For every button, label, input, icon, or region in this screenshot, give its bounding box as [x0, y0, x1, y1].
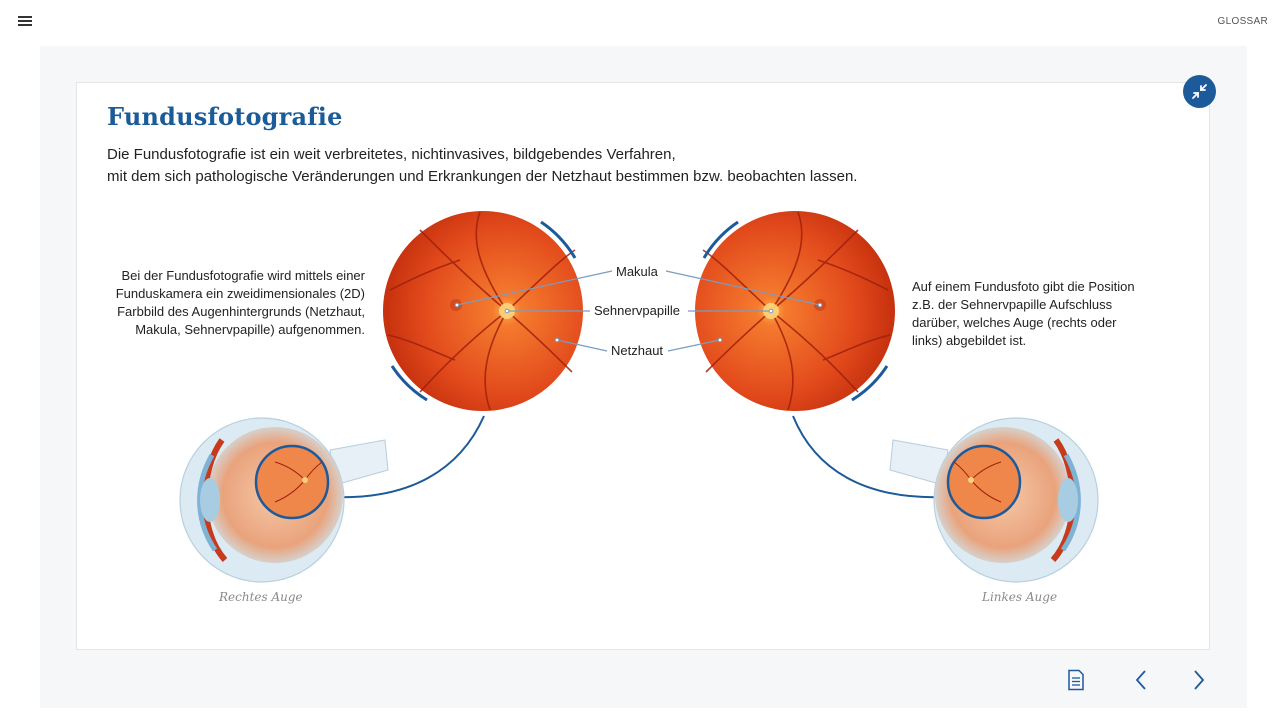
collapse-arrows-icon — [1192, 84, 1207, 99]
next-button[interactable] — [1186, 668, 1210, 692]
caption-right-eye: Rechtes Auge — [219, 590, 303, 604]
eyeball-illustration-left — [889, 417, 1099, 583]
intro-line-2: mit dem sich pathologische Veränderungen… — [107, 168, 858, 185]
label-sehnervpapille: Sehnervpapille — [592, 303, 683, 318]
connector-left-eye — [792, 415, 946, 499]
intro-text: Die Fundusfotografie ist ein weit verbre… — [107, 144, 1007, 188]
connector-right-eye — [331, 415, 485, 499]
page-title: Fundusfotografie — [107, 102, 343, 131]
intro-line-1: Die Fundusfotografie ist ein weit verbre… — [107, 146, 676, 163]
label-leader-lines — [456, 270, 821, 352]
right-description: Auf einem Fundusfoto gibt die Position z… — [912, 279, 1135, 348]
chevron-right-icon — [1194, 670, 1205, 690]
label-makula: Makula — [614, 264, 660, 279]
top-bar: GLOSSAR — [0, 0, 1280, 44]
eyeball-illustration-right — [179, 417, 389, 583]
chevron-left-icon — [1135, 670, 1146, 690]
notes-button[interactable] — [1064, 668, 1088, 692]
hamburger-menu-icon[interactable] — [16, 14, 36, 30]
label-leader-dots — [454, 302, 823, 343]
previous-button[interactable] — [1130, 668, 1154, 692]
caption-left-eye: Linkes Auge — [982, 590, 1058, 604]
label-netzhaut: Netzhaut — [609, 343, 666, 358]
collapse-button[interactable] — [1183, 75, 1216, 108]
left-description: Bei der Fundusfotografie wird mittels ei… — [115, 268, 365, 337]
fundus-image-right-eye — [383, 211, 583, 411]
glossar-link[interactable]: GLOSSAR — [1217, 16, 1268, 27]
document-icon — [1068, 669, 1084, 691]
